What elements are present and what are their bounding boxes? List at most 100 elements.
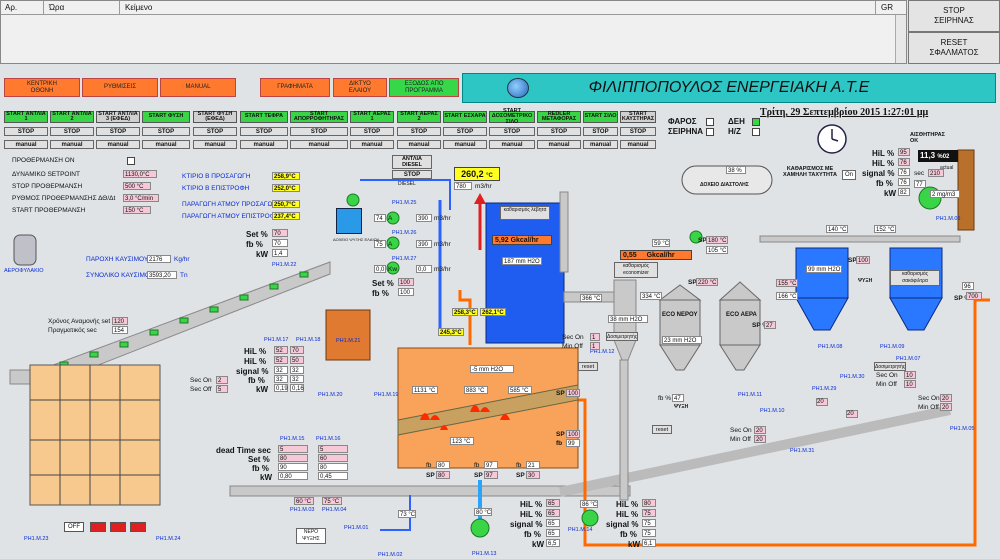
motor-manual-button-11[interactable]: manual <box>537 140 581 149</box>
faros-checkbox[interactable] <box>706 118 714 126</box>
motor-start-button-12[interactable]: START ΣΙΛΟ <box>583 111 618 123</box>
grate-c-sp[interactable]: 30 <box>526 471 540 479</box>
motor-manual-button-7[interactable]: manual <box>350 140 394 149</box>
motor-start-button-6[interactable]: START ΑΠΟΡΡΟΦΗΤΗΡΑΣ <box>290 111 348 123</box>
nav-exit[interactable]: ΕΞΟΔΟΣ ΑΠΟ ΠΡΟΓΡΑΜΜΑ <box>389 78 459 97</box>
reset-button-2[interactable]: reset <box>652 425 672 434</box>
bag-filter-clean-button[interactable]: καθαρισμός σακόφιλτρα <box>890 270 940 286</box>
m17-hil-1[interactable]: 52 <box>274 346 288 354</box>
hz-checkbox[interactable] <box>752 128 760 136</box>
chimney-hil2-value[interactable]: 76 <box>898 158 910 166</box>
economizer-clean-button[interactable]: καθαρισμός economizer <box>614 262 658 278</box>
nav-settings[interactable]: ΡΥΘΜΙΣΕΙΣ <box>82 78 158 97</box>
temp-155[interactable]: 155 °C <box>776 279 798 287</box>
mid-sp-pct-value[interactable]: 27 <box>764 321 776 329</box>
seirina-checkbox[interactable] <box>706 128 714 136</box>
motor-stop-button-12[interactable]: STOP <box>583 127 618 136</box>
motor-stop-button-6[interactable]: STOP <box>290 127 348 136</box>
motor-stop-button-2[interactable]: STOP <box>96 127 140 136</box>
motor-manual-button-13[interactable]: manual <box>620 140 656 149</box>
motor-manual-button-0[interactable]: manual <box>4 140 48 149</box>
low-speed-clean-toggle[interactable]: On <box>842 170 856 180</box>
motor-manual-button-10[interactable]: manual <box>489 140 535 149</box>
motor-stop-button-9[interactable]: STOP <box>443 127 487 136</box>
off-toggle[interactable]: OFF <box>64 522 84 532</box>
motor-stop-button-10[interactable]: STOP <box>489 127 535 136</box>
motor-manual-button-5[interactable]: manual <box>240 140 288 149</box>
motor-start-button-7[interactable]: START ΑΕΡΑΣ 1 <box>350 111 394 123</box>
recirc-hil-b[interactable]: 80 <box>642 499 656 507</box>
furnace-sp-2[interactable]: 100 <box>566 430 580 438</box>
dosimeter-button-mid[interactable]: Δοσιμετρητής <box>606 332 638 341</box>
motor-start-button-0[interactable]: START ΑΝΤΛΙΑ 1 <box>4 111 48 123</box>
motor-start-button-10[interactable]: START ΔΟΣΟΜΕΤΡΙΚΟ ΣΙΛΟ <box>489 108 535 125</box>
motor-manual-button-8[interactable]: manual <box>397 140 441 149</box>
motor-stop-button-7[interactable]: STOP <box>350 127 394 136</box>
m17-hil2-2[interactable]: 50 <box>290 356 304 364</box>
stop-preheat-value[interactable]: 500 °C <box>123 182 151 190</box>
grate-a-sp[interactable]: 80 <box>436 471 450 479</box>
motor-start-button-4[interactable]: START ΦΥΣΗ (ΕΦΕΔ) <box>193 111 237 123</box>
m22-set-value[interactable]: 70 <box>272 229 288 237</box>
alarm-table[interactable]: Αρ. Ώρα Κείμενο GR <box>0 0 907 64</box>
right-pink-box-a[interactable]: 20 <box>816 398 828 406</box>
reset-alarm-button[interactable]: RESET ΣΦΑΛΜΑΤΟΣ <box>908 32 1000 64</box>
right-sp-pct-value[interactable]: 700 <box>966 292 982 300</box>
motor-start-button-5[interactable]: START ΤΕΦΡΑ <box>240 111 288 123</box>
motor-start-button-2[interactable]: START ΑΝΤΛΙΑ 3 (ΕΦΕΔ) <box>96 111 140 123</box>
dead-time-2[interactable]: 5 <box>318 445 348 453</box>
motor-start-button-1[interactable]: START ΑΝΤΛΙΑ 2 <box>50 111 94 123</box>
motor-manual-button-1[interactable]: manual <box>50 140 94 149</box>
chimney-hil-value[interactable]: 95 <box>898 148 910 156</box>
right-sec-on-value-1[interactable]: 10 <box>904 371 916 379</box>
right-min-off-value-1[interactable]: 10 <box>904 380 916 388</box>
nav-main-screen[interactable]: ΚΕΝΤΡΙΚΗ ΟΘΟΝΗ <box>4 78 80 97</box>
reset-button-1[interactable]: reset <box>578 362 598 371</box>
dead-time-1[interactable]: 5 <box>278 445 308 453</box>
sec-off-left-value[interactable]: 5 <box>216 385 228 393</box>
mid-sp-2[interactable]: 180 °C <box>706 236 728 244</box>
motor-stop-button-1[interactable]: STOP <box>50 127 94 136</box>
nav-manual[interactable]: MANUAL <box>160 78 236 97</box>
boiler-clean-button[interactable]: καθαρισμός λέβητα <box>500 206 550 220</box>
motor-manual-button-3[interactable]: manual <box>142 140 190 149</box>
motor-stop-button-5[interactable]: STOP <box>240 127 288 136</box>
nav-oil-network[interactable]: ΔΙΚΤΥΟ ΕΛΑΙΟΥ <box>333 78 387 97</box>
temp-60[interactable]: 60 °C <box>294 497 314 505</box>
right-min-off-value-3[interactable]: 20 <box>940 403 952 411</box>
mid-min-off-value[interactable]: 1 <box>590 342 600 350</box>
preheat-rate-value[interactable]: 3,0 °C/min <box>123 194 159 202</box>
right-sp-100[interactable]: 100 <box>856 256 870 264</box>
recirc-hil-a[interactable]: 65 <box>546 499 560 507</box>
temp-75[interactable]: 75 °C <box>322 497 342 505</box>
grate-b-sp[interactable]: 97 <box>484 471 498 479</box>
motor-start-button-8[interactable]: START ΑΕΡΑΣ 2 <box>397 111 441 123</box>
motor-start-button-13[interactable]: START ΚΑΥΣΤΗΡΑΣ <box>620 110 656 123</box>
motor-stop-button-0[interactable]: STOP <box>4 127 48 136</box>
sec-on-left-value[interactable]: 2 <box>216 376 228 384</box>
motor-stop-button-11[interactable]: STOP <box>537 127 581 136</box>
wait-time-set-value[interactable]: 120 <box>112 317 128 325</box>
dosimeter-button-right[interactable]: Δοσιμετρητής <box>874 362 906 371</box>
nav-charts[interactable]: ΓΡΑΦΗΜΑΤΑ <box>260 78 330 97</box>
motor-stop-button-3[interactable]: STOP <box>142 127 190 136</box>
right-sec-on-value-2[interactable]: 20 <box>754 426 766 434</box>
preheat-on-checkbox[interactable] <box>127 157 135 165</box>
mid-sec-on-value[interactable]: 1 <box>590 333 600 341</box>
motor-manual-button-2[interactable]: manual <box>96 140 140 149</box>
m17-hil-2[interactable]: 70 <box>290 346 304 354</box>
start-preheat-value[interactable]: 150 °C <box>123 206 151 214</box>
motor-start-button-9[interactable]: START ΕΣΧΑΡΑ <box>443 111 487 123</box>
alarm-scrollbar[interactable] <box>895 15 906 63</box>
chimney-sec-value[interactable]: 210 <box>928 169 944 177</box>
recirc-hil2-a[interactable]: 65 <box>546 509 560 517</box>
mid-sp-1[interactable]: 220 °C <box>696 278 718 286</box>
right-min-off-value-2[interactable]: 20 <box>754 435 766 443</box>
motor-stop-button-8[interactable]: STOP <box>397 127 441 136</box>
dead-set-2[interactable]: 60 <box>318 454 348 462</box>
right-sec-on-value-3[interactable]: 20 <box>940 394 952 402</box>
right-pink-box-b[interactable]: 20 <box>846 410 858 418</box>
motor-manual-button-4[interactable]: manual <box>193 140 237 149</box>
motor-manual-button-6[interactable]: manual <box>290 140 348 149</box>
dynamic-setpoint-value[interactable]: 1130,0°C <box>123 170 157 178</box>
